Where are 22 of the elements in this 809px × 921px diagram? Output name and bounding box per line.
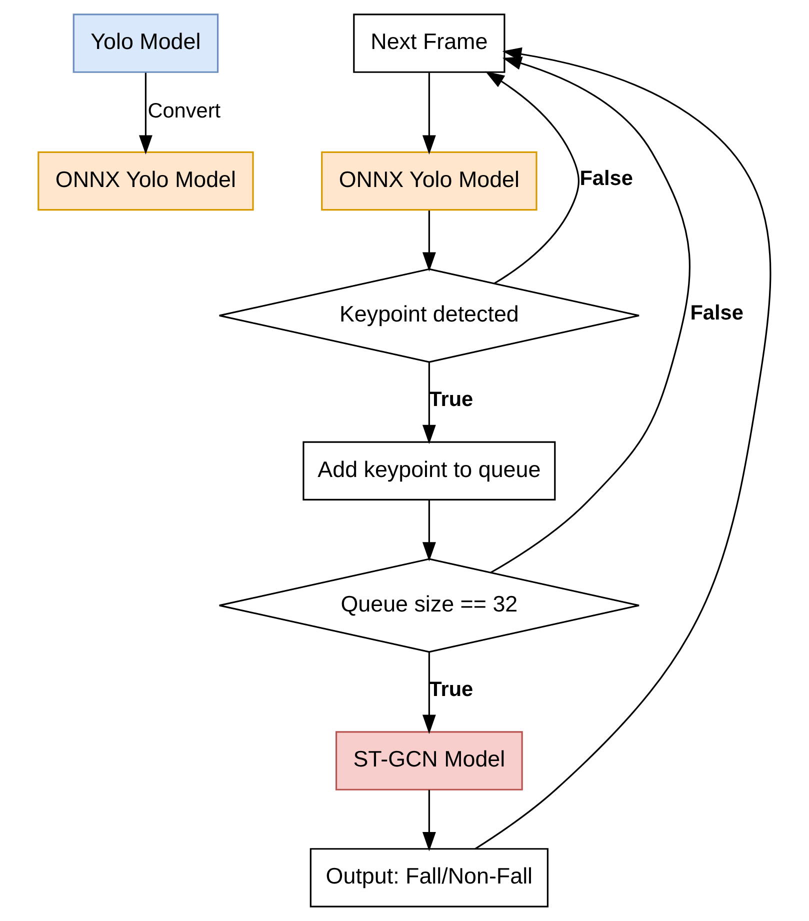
arrow xyxy=(490,56,690,574)
node-box: Output: Fall/Non-Fall xyxy=(310,848,548,908)
edge-label: False xyxy=(580,166,633,190)
arrow xyxy=(422,500,436,562)
node-box: ST-GCN Model xyxy=(336,731,523,790)
arrow xyxy=(422,362,436,444)
arrow xyxy=(422,72,436,154)
node-box: ONNX Yolo Model xyxy=(38,151,254,211)
node-diamond: Keypoint detected xyxy=(218,268,640,363)
node-box: Add keypoint to queue xyxy=(302,441,556,501)
arrow xyxy=(422,790,436,852)
node-diamond: Queue size == 32 xyxy=(218,558,640,653)
edge-label: Convert xyxy=(148,100,221,123)
arrow xyxy=(422,210,436,272)
node-box: ONNX Yolo Model xyxy=(321,151,538,211)
arrow xyxy=(485,71,580,284)
arrow xyxy=(138,72,152,154)
node-box: Yolo Model xyxy=(72,14,219,73)
edge-label: False xyxy=(690,301,744,324)
arrow xyxy=(422,652,436,734)
arrow xyxy=(474,47,772,850)
node-box: Next Frame xyxy=(353,14,506,73)
